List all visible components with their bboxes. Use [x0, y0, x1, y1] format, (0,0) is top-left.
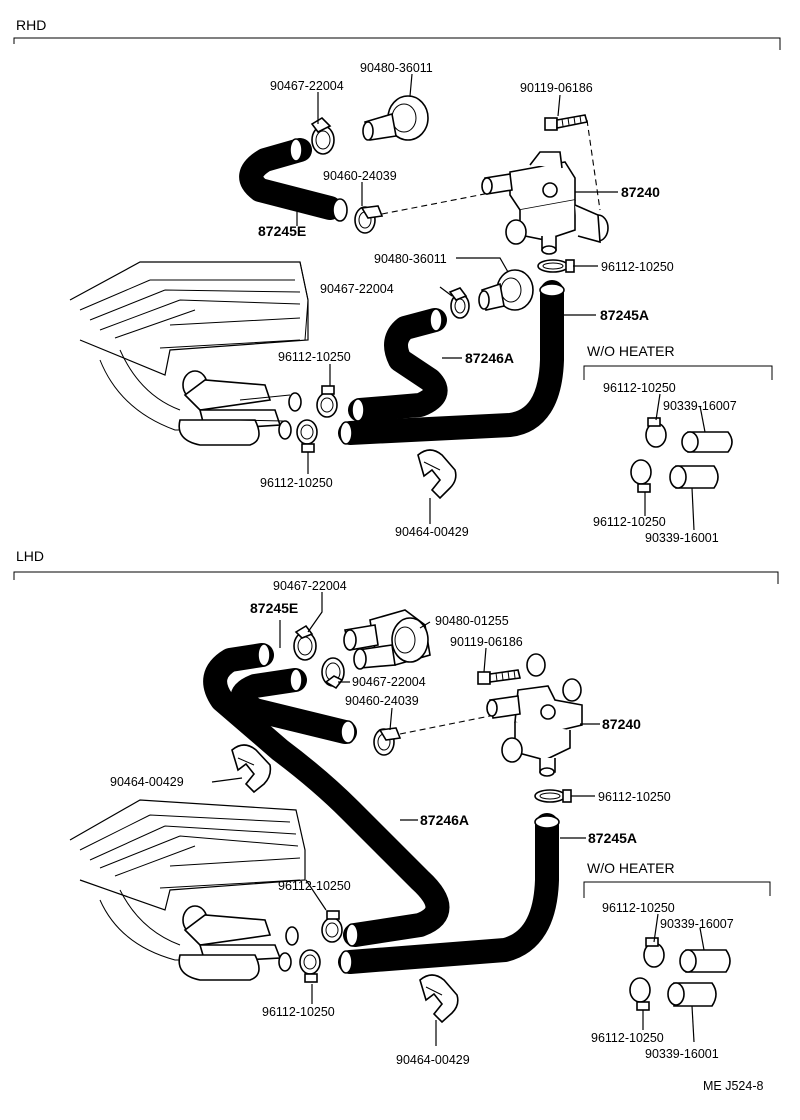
lhd-wo-heater-label: W/O HEATER [587, 860, 675, 876]
rhd-heater-core [69, 261, 309, 431]
lhd-vsv-90480-01255 [343, 609, 431, 670]
rhd-bolt-90119 [544, 114, 589, 131]
figure-code: ME J524-8 [703, 1079, 763, 1093]
rhd-clamp-96112-valve [537, 259, 575, 273]
lhd-heater-core [69, 799, 306, 961]
rhd-leaders [296, 73, 706, 531]
lhd-label-96112-10250-a: 96112-10250 [598, 790, 671, 804]
rhd-label-90119-06186: 90119-06186 [520, 81, 593, 95]
rhd-label-wo-90339-16001: 90339-16001 [645, 531, 719, 545]
lhd-retainer-90464-top [231, 744, 272, 794]
lhd-clamp-96112-upper [321, 910, 343, 943]
rhd-clamp-96112-lower [296, 419, 318, 453]
rhd-wo-heater-label: W/O HEATER [587, 343, 675, 359]
rhd-label-90464-00429: 90464-00429 [395, 525, 469, 539]
rhd-clamp-90467-mid [448, 287, 470, 319]
lhd-hose-87246A [203, 643, 450, 947]
rhd-wo-heater-parts [630, 417, 733, 493]
lhd-label-wo-90339-16007: 90339-16007 [660, 917, 734, 931]
rhd-label-90467-22004-mid: 90467-22004 [320, 282, 394, 296]
rhd-label-wo-96112-10250-top: 96112-10250 [603, 381, 676, 395]
rhd-heater-pipes [178, 370, 302, 446]
lhd-wo-heater-bracket [583, 881, 771, 898]
lhd-label-87246A: 87246A [420, 812, 469, 828]
lhd-hose-87245A [338, 813, 560, 974]
lhd-bolt-90119 [477, 669, 521, 685]
lhd-section-title: LHD [16, 548, 44, 564]
lhd-label-90464-00429-bot: 90464-00429 [396, 1053, 470, 1067]
lhd-label-87245E: 87245E [250, 600, 298, 616]
rhd-hose-87245A [338, 280, 565, 445]
rhd-hose-87246A [348, 308, 448, 422]
lhd-label-wo-96112-10250-top: 96112-10250 [602, 901, 675, 915]
lhd-label-87240: 87240 [602, 716, 641, 732]
lhd-retainer-90464-bot [419, 974, 459, 1024]
lhd-clamp-96112-valve [534, 789, 572, 803]
rhd-vsv-90480-top [362, 95, 429, 141]
rhd-label-87245A: 87245A [600, 307, 649, 323]
lhd-label-96112-10250-b: 96112-10250 [278, 879, 351, 893]
lhd-section-bracket [13, 571, 779, 584]
lhd-hose-87245E [230, 668, 357, 744]
rhd-water-valve-87240 [481, 151, 609, 255]
lhd-label-87245A: 87245A [588, 830, 637, 846]
rhd-wo-heater-bracket [583, 365, 773, 380]
lhd-label-90467-22004-top: 90467-22004 [273, 579, 347, 593]
lhd-water-valve-87240 [486, 653, 583, 777]
rhd-clamp-90460 [354, 205, 384, 234]
lhd-label-90119-06186: 90119-06186 [450, 635, 523, 649]
lhd-clamp-96112-lower [299, 949, 321, 983]
rhd-vsv-90480-mid [478, 269, 534, 311]
lhd-label-wo-96112-10250-bot: 96112-10250 [591, 1031, 664, 1045]
lhd-label-wo-90339-16001: 90339-16001 [645, 1047, 719, 1061]
lhd-heater-pipes [178, 905, 299, 981]
rhd-section-bracket [13, 37, 781, 50]
rhd-clamp-90467-top [310, 116, 335, 155]
rhd-label-87245E: 87245E [258, 223, 306, 239]
rhd-hose-87245E [239, 138, 348, 222]
rhd-label-90480-36011-mid: 90480-36011 [374, 252, 447, 266]
rhd-label-90467-22004-top: 90467-22004 [270, 79, 344, 93]
rhd-section: RHD [13, 17, 781, 545]
rhd-section-title: RHD [16, 17, 46, 33]
rhd-label-96112-10250-c: 96112-10250 [260, 476, 333, 490]
rhd-retainer-90464 [417, 449, 457, 500]
rhd-label-96112-10250-b: 96112-10250 [278, 350, 351, 364]
rhd-label-wo-96112-10250-bot: 96112-10250 [593, 515, 666, 529]
lhd-leaders [211, 592, 705, 1046]
rhd-label-96112-10250-a: 96112-10250 [601, 260, 674, 274]
rhd-bolt-leader [586, 119, 601, 211]
rhd-label-wo-90339-16007: 90339-16007 [663, 399, 737, 413]
lhd-label-90480-01255: 90480-01255 [435, 614, 509, 628]
rhd-clamp-leader [381, 189, 506, 215]
rhd-clamp-96112-upper [316, 385, 338, 418]
rhd-label-90460-24039: 90460-24039 [323, 169, 397, 183]
lhd-clamp-90460 [373, 727, 402, 756]
lhd-clamp-90467-mid [321, 657, 345, 690]
rhd-label-87246A: 87246A [465, 350, 514, 366]
lhd-clamp-90467-top [293, 624, 317, 661]
lhd-label-90460-24039: 90460-24039 [345, 694, 419, 708]
lhd-label-90467-22004-mid: 90467-22004 [352, 675, 426, 689]
lhd-wo-heater-parts [629, 937, 731, 1011]
lhd-label-90464-00429-top: 90464-00429 [110, 775, 184, 789]
rhd-label-90480-36011-top: 90480-36011 [360, 61, 433, 75]
lhd-label-96112-10250-c: 96112-10250 [262, 1005, 335, 1019]
lhd-section: LHD [13, 548, 779, 1067]
rhd-label-87240: 87240 [621, 184, 660, 200]
